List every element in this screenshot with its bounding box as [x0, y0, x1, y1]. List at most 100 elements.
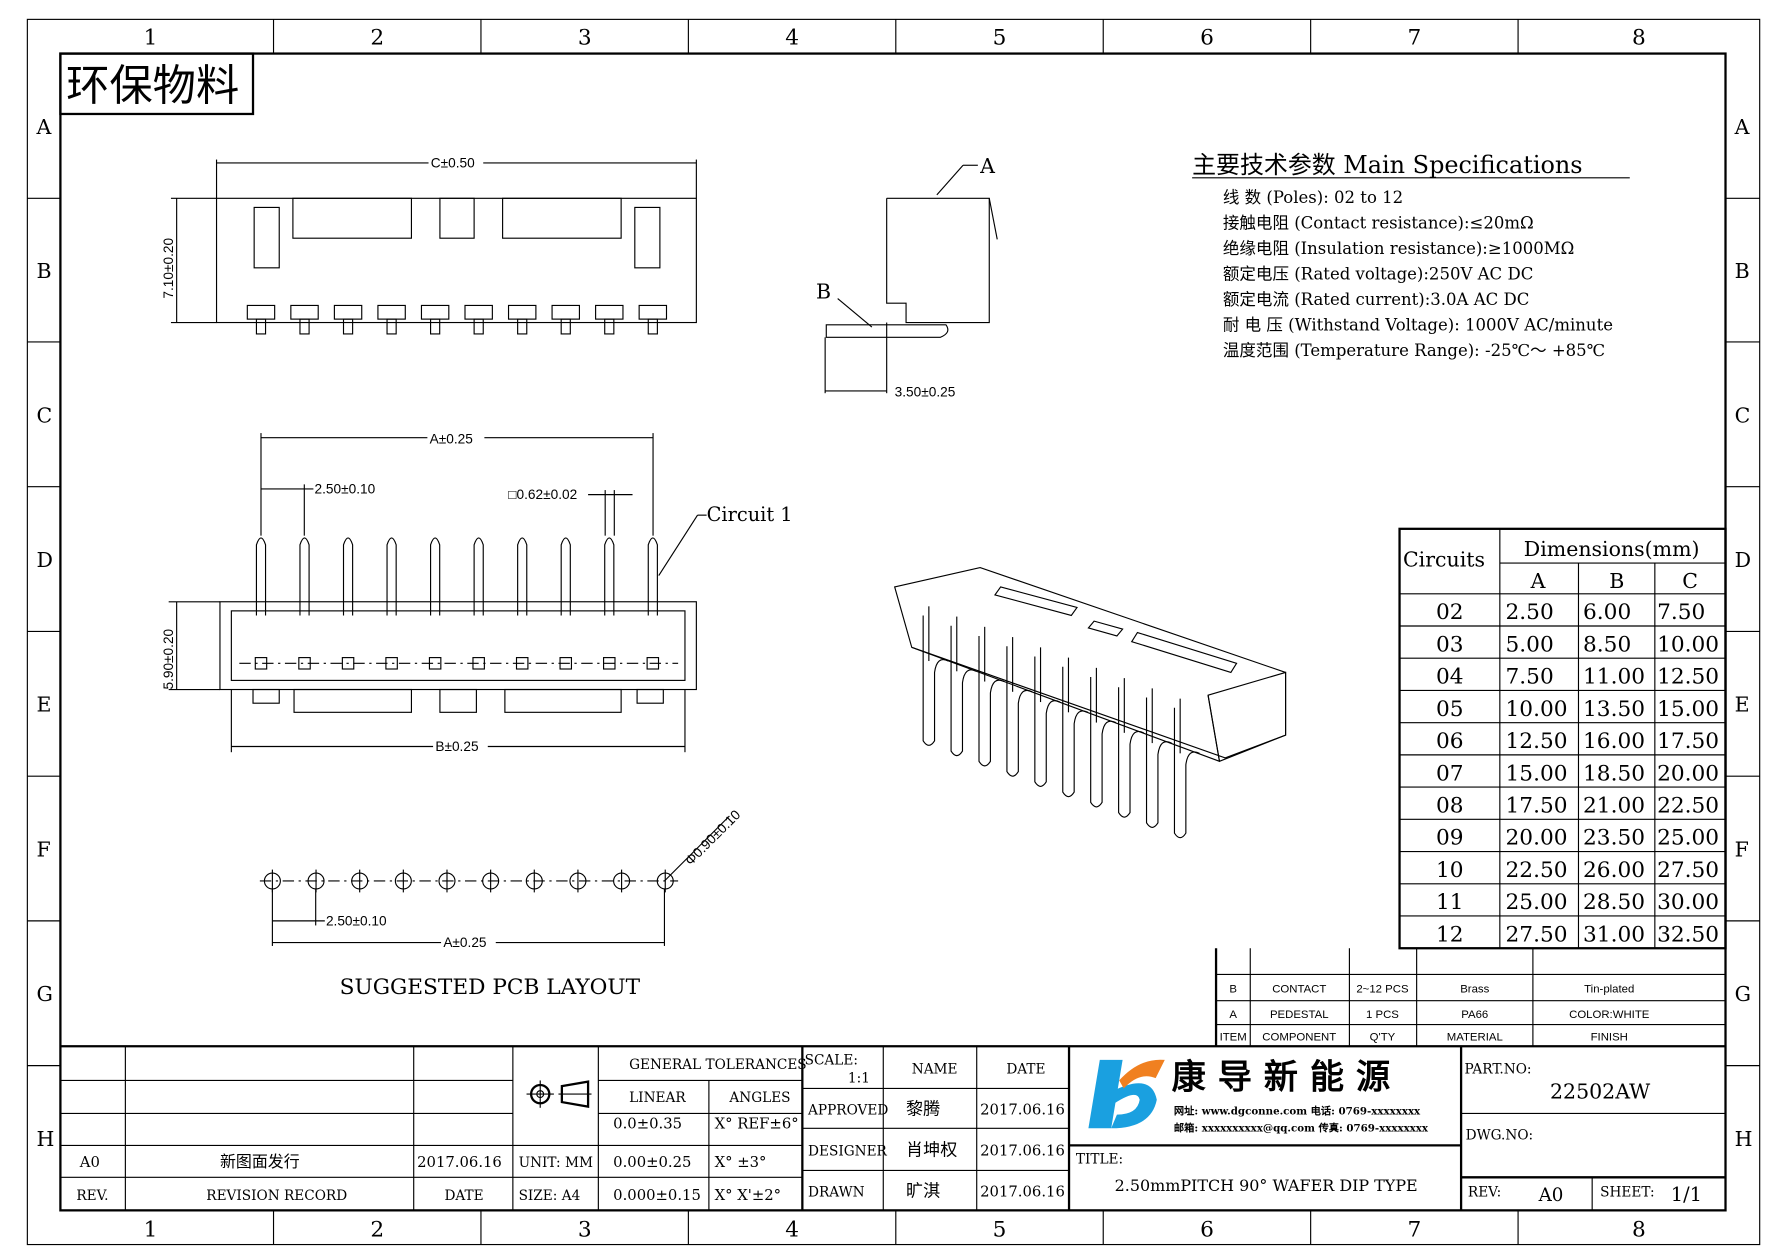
sheet-value: 1/1 [1671, 1183, 1702, 1206]
iso-pin [922, 615, 949, 746]
column-label-bottom: 4 [785, 1218, 799, 1243]
spec-line: 绝缘电阻 (Insulation resistance):≥1000MΩ [1223, 239, 1574, 258]
isometric-view [893, 566, 1287, 839]
title-value: 2.50mmPITCH 90° WAFER DIP TYPE [1115, 1176, 1418, 1195]
dim-cell: 31.00 [1583, 922, 1645, 947]
dim-cell: 2.50 [1506, 600, 1554, 625]
bom-cell: 1 PCS [1366, 1009, 1399, 1021]
circuit-cell: 07 [1436, 761, 1464, 786]
signoff-date: 2017.06.16 [980, 1102, 1065, 1119]
top-pin-housing [333, 304, 363, 320]
bom-header: COMPONENT [1262, 1032, 1336, 1044]
top-pin [473, 318, 484, 335]
dim-cell: 23.50 [1583, 826, 1645, 851]
dim-cell: 32.50 [1657, 922, 1719, 947]
dim-cell: 10.00 [1506, 697, 1568, 722]
linear-tolerance: 0.0±0.35 [613, 1115, 682, 1132]
column-label-top: 3 [578, 25, 592, 50]
revision-date-value: 2017.06.16 [417, 1154, 502, 1171]
front-pin-section [385, 657, 398, 670]
company-contact-2: 邮箱: xxxxxxxxxx@qq.com 传真: 0769-xxxxxxxx [1174, 1122, 1429, 1135]
front-pin-section [472, 657, 485, 670]
callout-circuit-1: Circuit 1 [707, 503, 793, 526]
top-pin [604, 318, 615, 335]
row-label-left: G [36, 982, 52, 1006]
side-view: 3.50±0.25 A B [816, 154, 998, 400]
front-pin-section [341, 657, 355, 670]
dim-pitch-front: 2.50±0.10 [315, 481, 376, 496]
part-rev-value: A0 [1538, 1185, 1564, 1206]
bom-header: ITEM [1220, 1032, 1247, 1044]
dim-cell: 15.00 [1506, 761, 1568, 786]
row-label-right: G [1735, 982, 1751, 1006]
bom-header: Q'TY [1370, 1032, 1396, 1044]
row-label-left: E [36, 693, 51, 717]
dim-cell: 17.50 [1657, 729, 1719, 754]
part-no-label: PART.NO: [1465, 1062, 1532, 1078]
dim-cell: 8.50 [1583, 632, 1631, 657]
column-label-top: 2 [370, 25, 384, 50]
iso-pin [1145, 697, 1172, 828]
top-pin-housing [638, 304, 668, 320]
signoff-name: 旷淇 [906, 1182, 940, 1202]
revision-record-value: 新图面发行 [220, 1152, 300, 1171]
row-label-right: F [1735, 837, 1749, 861]
row-label-right: H [1735, 1127, 1753, 1151]
front-pin [255, 537, 267, 616]
front-pin [386, 537, 397, 616]
stamp-text: 环保物料 [66, 61, 239, 111]
bom-cell: PEDESTAL [1270, 1009, 1329, 1021]
top-pin-housing [507, 304, 537, 320]
col-c-header: C [1682, 569, 1698, 593]
top-pin-housing [551, 304, 580, 320]
circuit-cell: 09 [1436, 826, 1464, 851]
spec-line: 额定电流 (Rated current):3.0A AC DC [1223, 290, 1530, 309]
dim-cell: 15.00 [1657, 697, 1719, 722]
dim-cell: 11.00 [1583, 665, 1645, 690]
date-label: DATE [444, 1188, 483, 1204]
bom-cell: PA66 [1461, 1009, 1488, 1021]
column-label-bottom: 5 [993, 1218, 1007, 1243]
spec-line: 耐 电 压 (Withstand Voltage): 1000V AC/minu… [1223, 316, 1613, 335]
linear-tolerance: 0.00±0.25 [613, 1154, 691, 1171]
title-label: TITLE: [1076, 1152, 1123, 1168]
row-label-right: C [1735, 403, 1751, 427]
circuit-cell: 12 [1436, 922, 1464, 947]
column-label-bottom: 3 [578, 1218, 592, 1243]
front-pin [560, 537, 571, 616]
dim-height-top: 7.10±0.20 [161, 238, 176, 299]
row-label-right: D [1735, 548, 1751, 572]
top-view: C±0.50 7.10±0.20 [161, 153, 697, 335]
col-a-header: A [1530, 569, 1546, 593]
bom-cell: Tin-plated [1584, 984, 1634, 996]
top-pin [386, 318, 397, 335]
angle-tolerance: X° X'±2° [715, 1187, 781, 1204]
front-pin-section [515, 657, 529, 670]
dim-cell: 21.00 [1583, 793, 1645, 818]
dim-cell: 16.00 [1583, 729, 1645, 754]
top-pin [299, 318, 310, 335]
signoff-name: 肖坤权 [906, 1141, 957, 1161]
dim-cell: 25.00 [1506, 890, 1568, 915]
part-no-value: 22502AW [1550, 1080, 1651, 1104]
top-pin [517, 318, 528, 335]
tolerances-title: GENERAL TOLERANCES [629, 1057, 807, 1073]
iso-pin [1062, 666, 1089, 798]
dim-cell: 20.00 [1657, 761, 1719, 786]
circuit-cell: 08 [1436, 793, 1464, 818]
front-pin-section [428, 657, 442, 670]
front-pin [647, 537, 658, 616]
eco-material-stamp: 环保物料 [59, 52, 255, 116]
signoff-date: 2017.06.16 [980, 1184, 1065, 1201]
spec-line: 线 数 (Poles): 02 to 12 [1223, 188, 1403, 207]
iso-pin [978, 635, 1005, 767]
iso-pin [1090, 676, 1117, 808]
dim-pitch-pcb: 2.50±0.10 [326, 913, 387, 928]
bom-cell: COLOR:WHITE [1569, 1009, 1650, 1021]
row-label-right: B [1735, 259, 1750, 283]
iso-pin [1006, 646, 1033, 777]
bom-cell: B [1229, 984, 1237, 996]
sheet-label: SHEET: [1600, 1185, 1654, 1201]
